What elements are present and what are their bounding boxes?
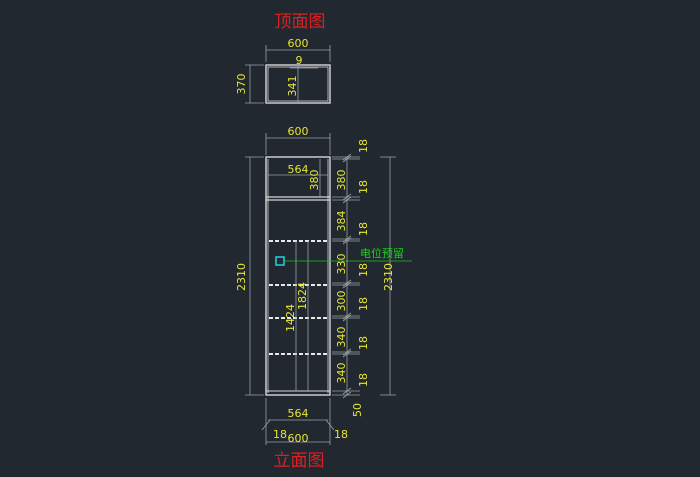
inner-dimensions: 564 380 1824 1424	[268, 159, 328, 391]
chain-seg-7: 18	[357, 263, 370, 277]
top-depth-dimension: 370	[235, 64, 264, 104]
top-view-title: 顶面图	[275, 12, 326, 32]
top-panel-thickness: 9	[296, 54, 303, 67]
left-height-dimension: 2310	[235, 156, 264, 396]
inner-height-1424: 1424	[284, 304, 297, 332]
chain-seg-4: 384	[335, 211, 348, 232]
socket-reserve: 电位预留	[275, 246, 412, 266]
top-width-label: 600	[288, 37, 309, 50]
chain-seg-1: 18	[357, 139, 370, 153]
chain-seg-2: 380	[335, 170, 348, 191]
right-height-dimension: 2310	[380, 156, 396, 396]
top-width-dimension: 600	[265, 37, 331, 62]
chain-seg-9: 18	[357, 297, 370, 311]
socket-note: 电位预留	[360, 246, 404, 260]
top-depth-label: 370	[235, 74, 248, 95]
top-compartment-width: 564	[288, 163, 309, 176]
inner-height-1824: 1824	[296, 282, 309, 310]
chain-seg-12: 340	[335, 363, 348, 384]
top-view-outline: 9 341	[265, 54, 331, 104]
top-compartment-height: 380	[308, 170, 321, 191]
elev-top-width-dimension: 600	[265, 125, 331, 155]
chain-seg-14: 50	[351, 403, 364, 417]
bottom-outer-width: 600	[288, 432, 309, 445]
top-inner-depth: 341	[286, 76, 299, 97]
cabinet-elevation	[265, 156, 331, 396]
bottom-dimensions: 564 600 18 18	[261, 398, 348, 445]
chain-seg-10: 340	[335, 327, 348, 348]
vertical-chain-dimension: 18 380 18 384 18 330 18 300 18 340 18 34…	[332, 139, 370, 417]
elev-top-width-label: 600	[288, 125, 309, 138]
bottom-side-right: 18	[334, 428, 348, 441]
chain-seg-3: 18	[357, 180, 370, 194]
socket-icon	[275, 256, 285, 266]
chain-seg-8: 300	[335, 291, 348, 312]
chain-seg-5: 18	[357, 222, 370, 236]
bottom-side-left: 18	[273, 428, 287, 441]
elevation-title: 立面图	[274, 451, 325, 471]
right-height-label: 2310	[382, 263, 395, 291]
chain-seg-11: 18	[357, 336, 370, 350]
left-height-label: 2310	[235, 263, 248, 291]
chain-seg-13: 18	[357, 373, 370, 387]
chain-seg-6: 330	[335, 254, 348, 275]
bottom-inner-width: 564	[288, 407, 309, 420]
